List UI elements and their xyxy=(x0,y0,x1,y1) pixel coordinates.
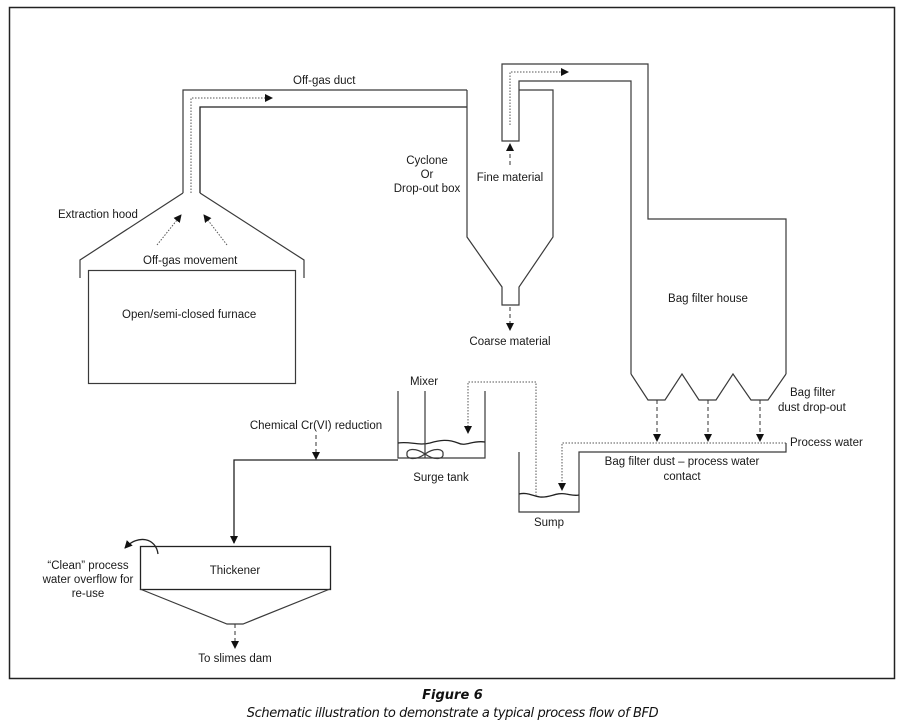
coarse-material-label: Coarse material xyxy=(469,336,550,348)
off-gas-duct-label: Off-gas duct xyxy=(293,75,356,87)
figure-caption: Schematic illustration to demonstrate a … xyxy=(246,706,659,721)
cyclone-body xyxy=(466,89,554,306)
off-gas-flow-arrow xyxy=(190,94,273,193)
off-gas-duct-inner xyxy=(199,106,467,193)
slimes-dam-label: To slimes dam xyxy=(198,653,272,665)
mixer-impeller xyxy=(406,448,444,460)
furnace-label: Open/semi-closed furnace xyxy=(122,309,256,321)
surge-tank xyxy=(397,391,486,459)
thickener-cone xyxy=(139,588,331,625)
process-water-label: Process water xyxy=(790,437,863,449)
sump-label: Sump xyxy=(534,517,564,529)
cyclone-outlet-duct-inner xyxy=(501,80,632,374)
overflow-arrow xyxy=(124,538,159,555)
hood-right-wall xyxy=(199,192,305,278)
off-gas-movement-arrow-right xyxy=(203,214,228,246)
fine-material-label: Fine material xyxy=(477,172,543,184)
contact-label-2: contact xyxy=(663,471,701,483)
overflow-label-3: re-use xyxy=(72,588,105,600)
sump-water-surface xyxy=(518,492,580,498)
overflow-label-2: water overflow for xyxy=(42,574,134,586)
overflow-label-1: “Clean” process xyxy=(47,560,128,572)
off-gas-movement-arrow-left xyxy=(156,214,182,246)
bag-filter-dropout-label-1: Bag filter xyxy=(790,387,836,399)
off-gas-duct-outer xyxy=(182,89,467,193)
process-water-flow-arrow xyxy=(558,442,786,491)
bag-filter-dropout-label-2: dust drop-out xyxy=(778,402,847,414)
cyclone-label-2: Or xyxy=(421,169,434,181)
cyclone-label-1: Cyclone xyxy=(406,155,448,167)
furnace-box xyxy=(87,269,297,385)
hood-left-wall xyxy=(79,192,184,278)
bag-filter-house-label: Bag filter house xyxy=(668,293,748,305)
surge-tank-label: Surge tank xyxy=(413,472,469,484)
chemical-reduction-label: Chemical Cr(VI) reduction xyxy=(250,420,382,432)
cyclone-outlet-duct-outer xyxy=(501,63,787,374)
thickener-label: Thickener xyxy=(210,565,261,577)
thickener-box xyxy=(139,545,332,591)
process-water-channel xyxy=(578,443,787,495)
mixer-label: Mixer xyxy=(410,376,438,388)
surge-to-thickener-line xyxy=(230,459,398,544)
figure-frame xyxy=(8,6,896,680)
sump-tank xyxy=(518,452,580,513)
contact-label-1: Bag filter dust – process water xyxy=(605,456,760,468)
cyclone-label-3: Drop-out box xyxy=(394,183,461,195)
bag-filter-hoppers xyxy=(630,372,787,401)
figure-title: Figure 6 xyxy=(422,688,483,703)
surge-tank-water-surface xyxy=(397,439,486,445)
off-gas-movement-label: Off-gas movement xyxy=(143,255,238,267)
extraction-hood-label: Extraction hood xyxy=(58,209,138,221)
sump-to-surge-arrow xyxy=(464,381,537,496)
